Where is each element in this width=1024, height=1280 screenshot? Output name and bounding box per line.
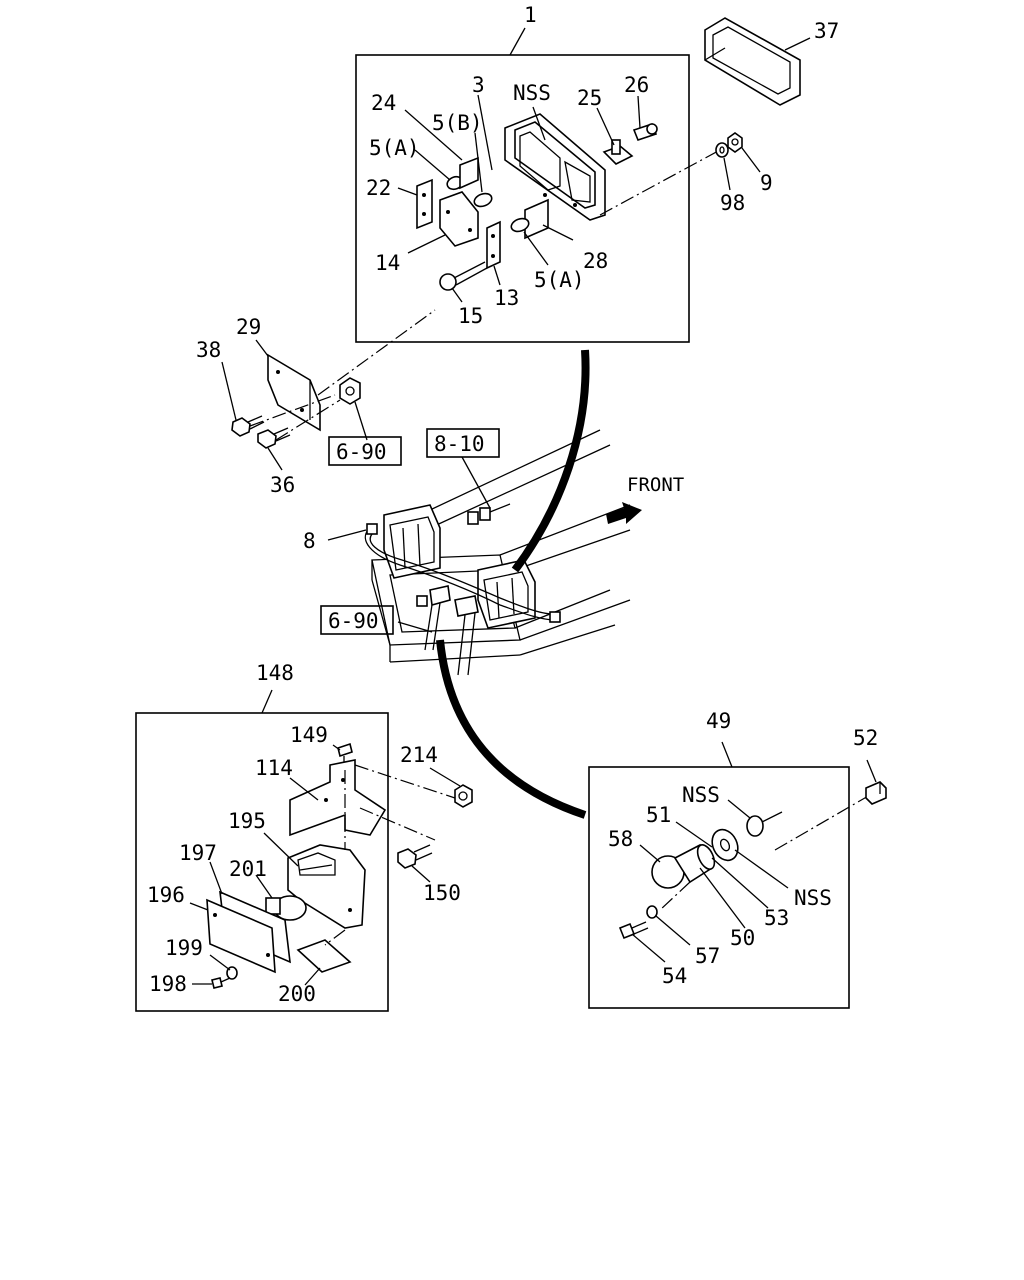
callout-201: 201 [229, 857, 267, 881]
callout-98: 98 [720, 191, 745, 215]
assembly-49-panel [588, 741, 871, 1009]
callout-148: 148 [256, 661, 294, 685]
connector-25 [602, 139, 634, 165]
reflector-28 [524, 198, 549, 240]
callout-51: 51 [646, 803, 671, 827]
callout-14: 14 [375, 251, 400, 275]
callout-nss-top: NSS [513, 81, 551, 105]
bulb-201 [265, 895, 307, 921]
callout-29: 29 [236, 315, 261, 339]
rear-lamp-right [477, 559, 536, 629]
lamp-housing [504, 113, 606, 221]
callout-214: 214 [400, 743, 438, 767]
callout-200: 200 [278, 982, 316, 1006]
callout-58: 58 [608, 827, 633, 851]
nut-6-90 [339, 377, 361, 405]
front-label: FRONT [627, 474, 684, 496]
ref-8-10: 8-10 [434, 432, 485, 456]
connector-nss [746, 811, 783, 837]
bolt-36 [257, 427, 291, 449]
callout-13: 13 [494, 286, 519, 310]
callout-22: 22 [366, 176, 391, 200]
bulb-5a-bottom [510, 217, 530, 233]
callout-53: 53 [764, 906, 789, 930]
connector-8-10 [467, 503, 511, 525]
nut-214 [454, 784, 473, 808]
callout-199: 199 [165, 936, 203, 960]
screw-198 [211, 977, 231, 989]
callout-nss-r2: NSS [794, 886, 832, 910]
bolt-38 [231, 415, 265, 437]
callout-9: 9 [760, 171, 773, 195]
bolt-150 [397, 844, 433, 869]
ref-6-90-mid: 6-90 [328, 609, 379, 633]
rear-lamp-left [383, 504, 441, 579]
screw-15 [439, 261, 488, 291]
callout-57: 57 [695, 944, 720, 968]
wire-harness-8 [364, 523, 561, 623]
callout-5a-left: 5(A) [369, 136, 420, 160]
front-arrow-icon [606, 502, 642, 524]
mount-bracket-6-90 [416, 585, 479, 676]
bulb-58 [651, 843, 716, 889]
ref-box-6-90-mid [320, 605, 394, 635]
callout-36: 36 [270, 473, 295, 497]
callout-198: 198 [149, 972, 187, 996]
bracket-29 [267, 353, 321, 432]
socket-53 [711, 828, 739, 862]
callout-38: 38 [196, 338, 221, 362]
callout-37: 37 [814, 19, 839, 43]
callout-196: 196 [147, 883, 185, 907]
callout-15: 15 [458, 304, 483, 328]
cover-37 [704, 17, 801, 106]
callout-197: 197 [179, 841, 217, 865]
washer-98 [715, 142, 729, 158]
callout-54: 54 [662, 964, 687, 988]
callout-28: 28 [583, 249, 608, 273]
assembly-148-panel [135, 689, 389, 1012]
clip-52 [865, 781, 887, 805]
washer-57 [646, 905, 658, 919]
screw-26 [632, 123, 658, 141]
plate-200 [296, 939, 352, 973]
detail-link-bottom [436, 639, 587, 819]
callout-5b: 5(B) [432, 111, 483, 135]
bracket-114 [289, 759, 387, 837]
callout-114: 114 [255, 756, 293, 780]
callout-195: 195 [228, 809, 266, 833]
lens-14 [439, 191, 479, 247]
ref-box-8-10 [426, 428, 500, 458]
reflector-24 [459, 156, 479, 190]
callout-26: 26 [624, 73, 649, 97]
bulb-5b [473, 192, 493, 208]
callout-150: 150 [423, 881, 461, 905]
screw-54 [618, 921, 649, 940]
assembly-1-panel [355, 27, 721, 343]
callout-149: 149 [290, 723, 328, 747]
ref-6-90-top: 6-90 [336, 440, 387, 464]
detail-link-top [511, 349, 590, 573]
callout-1: 1 [524, 3, 537, 27]
callout-24: 24 [371, 91, 396, 115]
nut-9 [727, 132, 743, 153]
callout-3: 3 [472, 73, 485, 97]
housing-195 [287, 844, 366, 929]
callout-52: 52 [853, 726, 878, 750]
ref-box-6-90-top [328, 436, 402, 466]
callout-25: 25 [577, 86, 602, 110]
callout-50: 50 [730, 926, 755, 950]
callout-5a-bottom: 5(A) [534, 268, 585, 292]
lens-196 [206, 898, 276, 974]
callout-nss-r1: NSS [682, 783, 720, 807]
gasket-22 [416, 178, 433, 230]
callout-8: 8 [303, 529, 316, 553]
callout-49: 49 [706, 709, 731, 733]
gasket-13 [486, 220, 501, 270]
